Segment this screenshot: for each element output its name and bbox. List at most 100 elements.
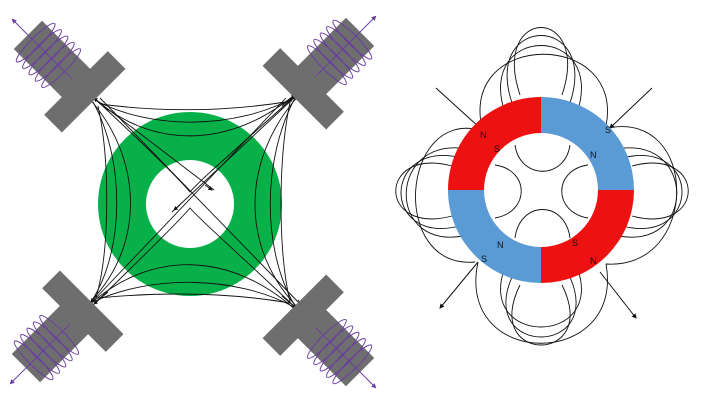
four-pole-ring-magnet-diagram: N S S N S N N S [395, 27, 689, 346]
coil-axis-arrow [9, 323, 71, 385]
coil-winding [13, 340, 54, 381]
field-line [254, 93, 301, 311]
coil-winding [319, 331, 360, 372]
inner-field-lines [494, 144, 589, 239]
field-line [87, 264, 299, 313]
coil-axis-arrow [315, 327, 377, 389]
field-line [171, 95, 297, 213]
field-line [92, 281, 295, 308]
pole-label-tr-inner: N [590, 150, 597, 160]
segment-bottom-left [448, 190, 541, 283]
coil-winding [32, 321, 73, 362]
coil-winding [20, 334, 60, 374]
coil-winding [306, 318, 347, 359]
field-loop-bottom [511, 284, 571, 346]
coil-winding [332, 344, 373, 385]
coil-winding [313, 38, 354, 79]
coil-axis-arrow [315, 15, 377, 77]
coil-winding [22, 29, 62, 69]
field-arrow [90, 295, 97, 303]
field-arrow [281, 295, 297, 309]
field-loop-right [631, 162, 689, 220]
coil-winding [15, 22, 56, 63]
yoke-bottom-right [262, 274, 377, 389]
right-field-lines [395, 27, 689, 346]
field-loop-bottom-outer [475, 261, 608, 344]
field-line [94, 96, 296, 123]
coil-winding [326, 26, 366, 66]
external-field-arrow [609, 87, 653, 129]
field-line [99, 97, 303, 307]
green-ring [98, 112, 283, 296]
field-loop-left [395, 162, 453, 220]
coil [306, 15, 377, 86]
field-loop-bottom [500, 266, 582, 328]
segment-top-left [448, 97, 541, 190]
field-loop-right [621, 155, 683, 229]
coil-winding [319, 32, 360, 73]
coil-winding [313, 325, 354, 366]
yoke-bottom-left [9, 270, 124, 385]
inner-loop-bottom [514, 209, 571, 239]
yoke-top-right [262, 15, 377, 130]
coil-axis-arrow [11, 18, 73, 80]
field-line [89, 207, 299, 311]
coil-winding [332, 19, 373, 60]
yoke-top-left [11, 18, 126, 133]
external-field-arrow [439, 261, 479, 309]
inner-loop-top [514, 144, 571, 172]
coil-winding [326, 338, 366, 378]
field-line [85, 96, 131, 307]
field-loop-bottom [505, 276, 577, 338]
field-line [95, 99, 215, 191]
coil-winding [41, 48, 82, 89]
inner-loop-left [494, 164, 522, 219]
field-line [280, 101, 291, 303]
four-pole-magnetizer-diagram [9, 15, 377, 389]
coil [9, 314, 80, 385]
field-loop-top [500, 45, 582, 114]
external-field-arrow [599, 271, 637, 319]
field-line [95, 105, 108, 299]
pole-label-tr-outer: S [605, 125, 611, 135]
field-arrow [281, 94, 296, 107]
yoke-pole [42, 270, 124, 352]
coil-winding [28, 35, 69, 76]
field-line [99, 100, 293, 111]
field-loop-left [405, 147, 473, 238]
field-arrow [173, 204, 181, 211]
pole-label-br-outer: N [590, 256, 597, 266]
field-loop-left [400, 155, 463, 229]
coil [306, 318, 377, 389]
ring-segments [448, 97, 634, 283]
yoke-pole [262, 274, 344, 356]
segment-top-right [541, 97, 634, 190]
field-line [269, 97, 296, 307]
external-field-arrow [435, 87, 481, 129]
pole-label-tl-outer: N [480, 130, 487, 140]
left-field-lines [85, 91, 304, 313]
field-loop-top [506, 35, 576, 104]
field-arrow [204, 184, 213, 191]
pole-label-bl-inner: N [497, 240, 504, 250]
inner-loop-right [561, 164, 589, 219]
field-loop-top-outer [479, 53, 608, 129]
coil-winding [26, 327, 67, 368]
coil-winding [306, 45, 347, 86]
field-line [97, 293, 291, 304]
yoke-pole [262, 48, 344, 130]
coil-winding [34, 41, 75, 82]
field-line [90, 101, 118, 303]
coil-winding [39, 314, 80, 355]
coil [11, 18, 82, 89]
field-arrow [93, 291, 109, 305]
yoke-pole [44, 51, 126, 133]
field-arrow [93, 97, 109, 111]
field-line [91, 97, 287, 303]
pole-label-tl-inner: S [494, 144, 500, 154]
pole-label-br-inner: S [572, 238, 578, 248]
segment-bottom-right [541, 190, 634, 283]
pole-label-bl-outer: S [481, 254, 487, 264]
field-loop-top [514, 27, 568, 96]
